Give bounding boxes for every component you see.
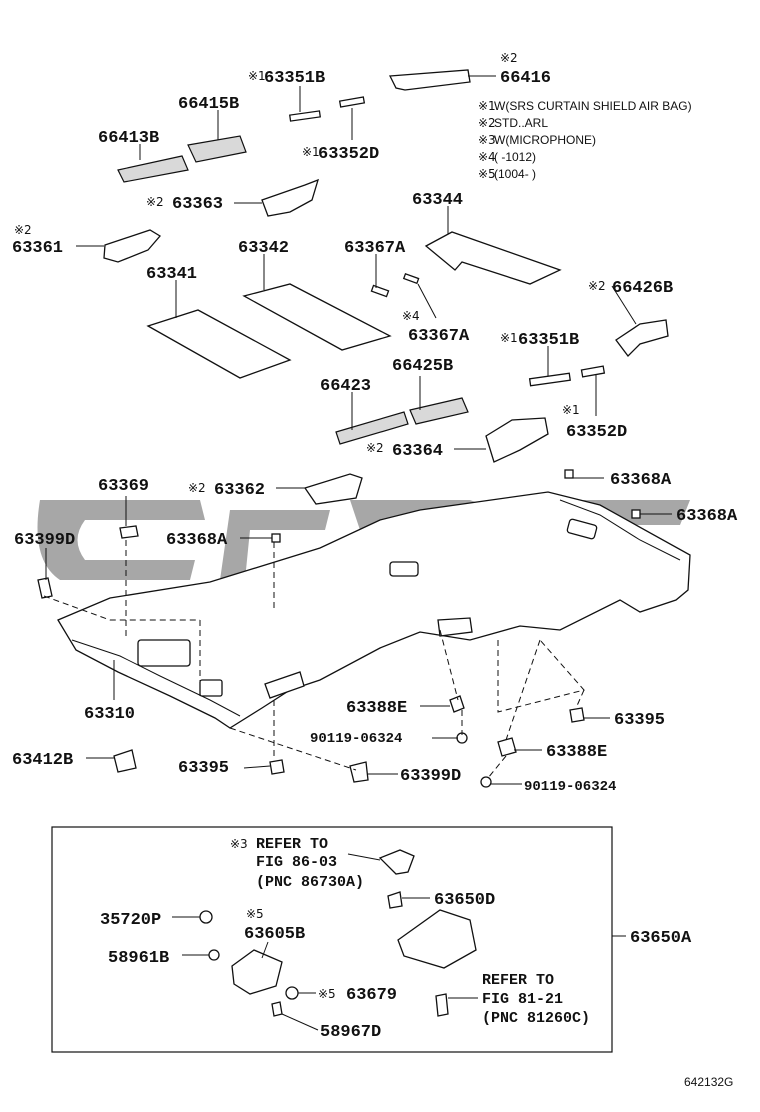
label-63362-mark: ※2 xyxy=(188,481,206,495)
label-63310: 63310 xyxy=(84,705,135,724)
legend-mark-1: ※1 xyxy=(478,99,496,113)
legend-mark-4: ※4 xyxy=(478,150,496,164)
part-shapes-lower xyxy=(113,695,585,788)
label-63368A-b: 63368A xyxy=(676,507,738,526)
label-63352D-top-mark: ※1 xyxy=(302,145,320,159)
label-66416-mark: ※2 xyxy=(500,51,518,65)
legend-mark-5: ※5 xyxy=(478,167,496,181)
label-66425B: 66425B xyxy=(392,357,453,376)
legend-text-4: ( -1012) xyxy=(494,150,536,164)
assembly-dashed-lines xyxy=(43,540,585,779)
label-63679: 63679 xyxy=(346,986,397,1005)
label-66415B: 66415B xyxy=(178,95,239,114)
label-63344: 63344 xyxy=(412,191,463,210)
legend-text-5: (1004- ) xyxy=(494,167,536,181)
label-63361-mark: ※2 xyxy=(14,223,32,237)
ref1-line1: REFER TO xyxy=(256,836,328,853)
legend: ※1 W(SRS CURTAIN SHIELD AIR BAG) ※2 STD.… xyxy=(478,99,692,181)
label-66423: 66423 xyxy=(320,377,371,396)
label-63362: 63362 xyxy=(214,481,265,500)
label-63412B: 63412B xyxy=(12,751,73,770)
label-63388E-a: 63388E xyxy=(346,699,407,718)
label-63679-mark: ※5 xyxy=(318,987,336,1001)
label-63399D-a: 63399D xyxy=(14,531,75,550)
label-90119-b: 90119-06324 xyxy=(524,779,616,795)
label-66416: 66416 xyxy=(500,69,551,88)
label-63367A-top: 63367A xyxy=(344,239,406,258)
label-66426B-mark: ※2 xyxy=(588,279,606,293)
label-63351B-mid-mark: ※1 xyxy=(500,331,518,345)
label-63368A-c: 63368A xyxy=(166,531,228,550)
label-63341: 63341 xyxy=(146,265,197,284)
label-63650A: 63650A xyxy=(630,929,692,948)
label-66413B: 66413B xyxy=(98,129,159,148)
headliner-63310 xyxy=(57,491,691,729)
label-63352D-top: 63352D xyxy=(318,145,379,164)
figure-id: 642132G xyxy=(684,1075,733,1089)
label-63363: 63363 xyxy=(172,195,223,214)
legend-text-3: W(MICROPHONE) xyxy=(494,133,596,147)
label-35720P: 35720P xyxy=(100,911,161,930)
label-90119-a: 90119-06324 xyxy=(310,731,402,747)
part-shapes-top xyxy=(37,69,669,599)
ref2-line2: FIG 81-21 xyxy=(482,991,563,1008)
label-63361: 63361 xyxy=(12,239,63,258)
label-63650D: 63650D xyxy=(434,891,495,910)
ref1-line2: FIG 86-03 xyxy=(256,854,337,871)
label-63605B-mark: ※5 xyxy=(246,907,264,921)
label-63363-mark: ※2 xyxy=(146,195,164,209)
ref1-mark: ※3 xyxy=(230,837,248,851)
ref1-line3: (PNC 86730A) xyxy=(256,874,364,891)
legend-mark-2: ※2 xyxy=(478,116,496,130)
label-58967D: 58967D xyxy=(320,1023,381,1042)
label-63351B-mid: 63351B xyxy=(518,331,579,350)
label-63364-mark: ※2 xyxy=(366,441,384,455)
label-63395-b: 63395 xyxy=(178,759,229,778)
label-63369: 63369 xyxy=(98,477,149,496)
ref2-line1: REFER TO xyxy=(482,972,554,989)
label-63367A-bot: 63367A xyxy=(408,327,470,346)
legend-text-2: STD..ARL xyxy=(494,116,548,130)
label-63352D-mid: 63352D xyxy=(566,423,627,442)
label-63388E-b: 63388E xyxy=(546,743,607,762)
label-63367A-bot-mark: ※4 xyxy=(402,309,420,323)
label-63395-a: 63395 xyxy=(614,711,665,730)
inset-box xyxy=(51,826,626,1053)
label-63364: 63364 xyxy=(392,442,443,461)
part-labels: ※1 63351B ※2 66416 66415B 66413B ※1 6335… xyxy=(12,51,738,1089)
label-63351B-top: 63351B xyxy=(264,69,325,88)
label-63352D-mid-mark: ※1 xyxy=(562,403,580,417)
legend-mark-3: ※3 xyxy=(478,133,496,147)
legend-text-1: W(SRS CURTAIN SHIELD AIR BAG) xyxy=(494,99,692,113)
leader-lines xyxy=(45,75,672,785)
ref2-line3: (PNC 81260C) xyxy=(482,1010,590,1027)
label-63342: 63342 xyxy=(238,239,289,258)
label-63351B-top-mark: ※1 xyxy=(248,69,266,83)
label-63605B: 63605B xyxy=(244,925,305,944)
label-66426B: 66426B xyxy=(612,279,673,298)
label-63399D-b: 63399D xyxy=(400,767,461,786)
label-63368A-a: 63368A xyxy=(610,471,672,490)
label-58961B: 58961B xyxy=(108,949,169,968)
